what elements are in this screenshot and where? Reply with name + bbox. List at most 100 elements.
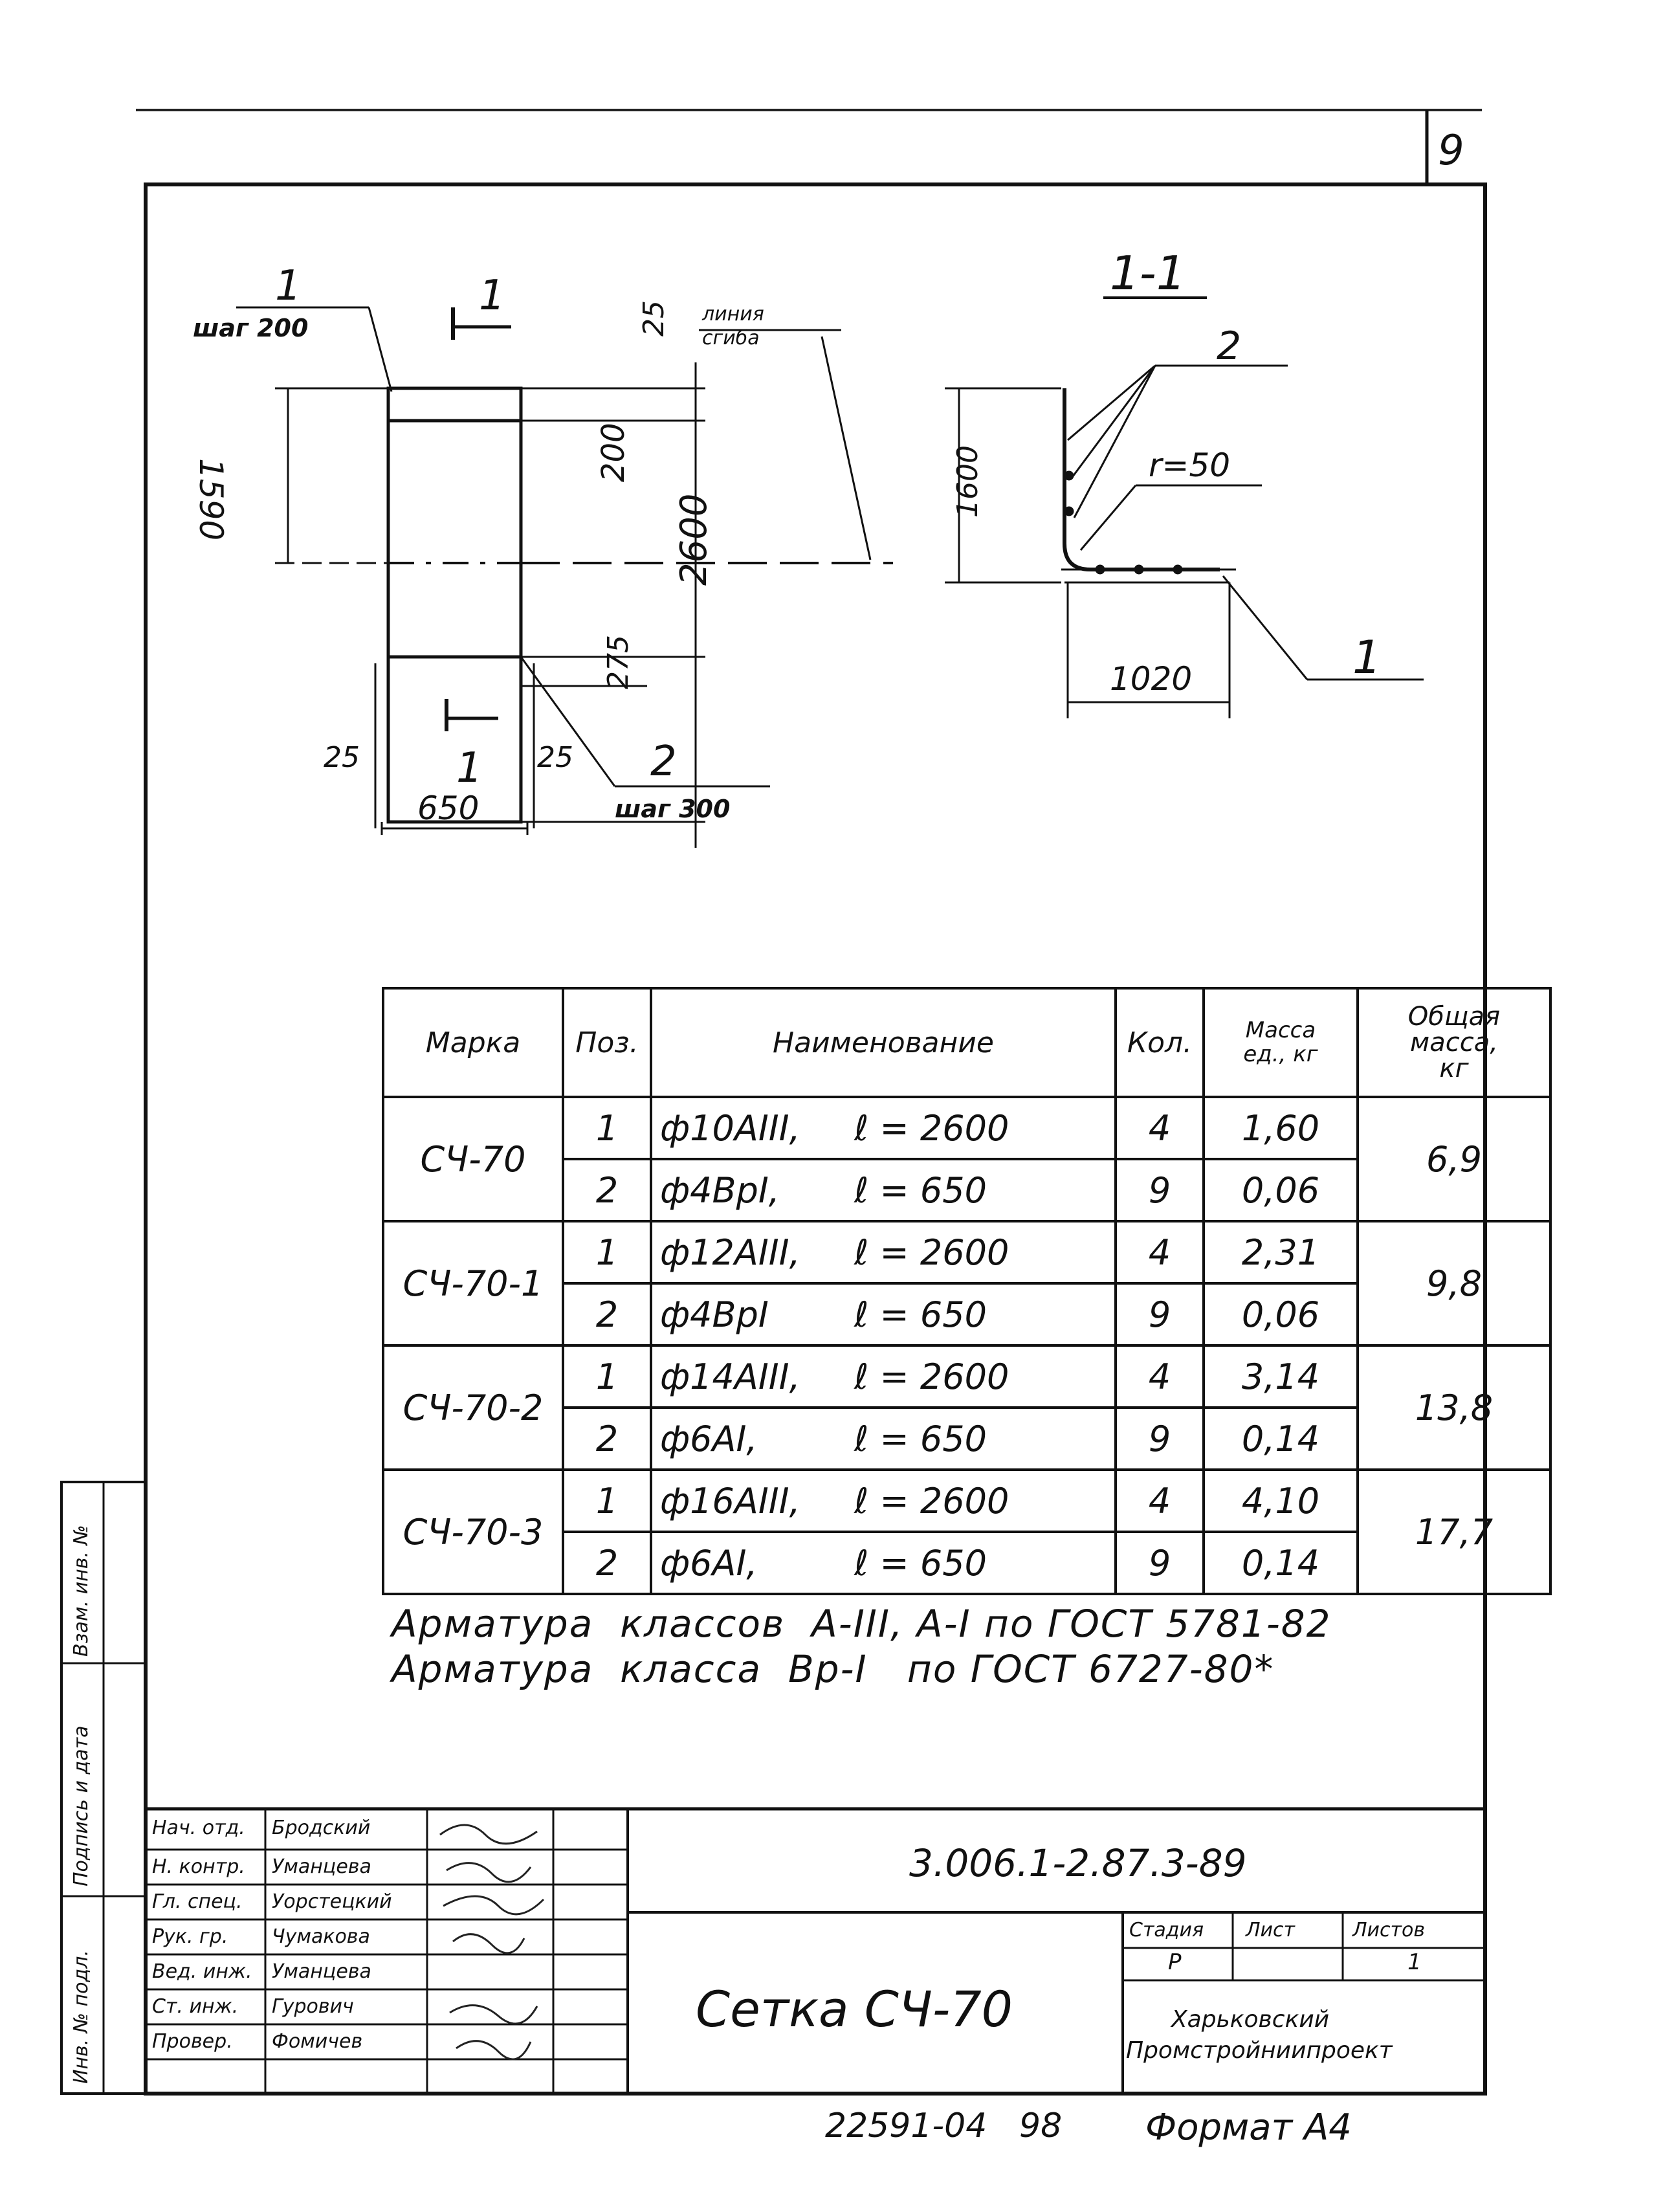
unit-mass-cell: 4,10 <box>1202 1468 1359 1533</box>
diameter-text: ф10АIII, <box>660 1107 800 1149</box>
length-text: ℓ = 650 <box>854 1169 987 1211</box>
role-label: Гл. спец. <box>152 1890 243 1913</box>
page-number: 9 <box>1438 127 1464 175</box>
side-stamp-signature-date: Подпись и дата <box>70 1725 93 1887</box>
total-mass-cell: 6,9 <box>1356 1096 1552 1222</box>
role-label: Провер. <box>152 2030 233 2053</box>
dim-1600: 1600 <box>951 445 984 518</box>
diameter-text: ф6АI, <box>660 1418 758 1459</box>
col-total-mass-header: Общая масса, кг <box>1356 987 1552 1098</box>
col-pos-header: Поз. <box>562 987 652 1098</box>
qty-cell: 9 <box>1114 1531 1205 1595</box>
role-label: Н. контр. <box>152 1855 245 1878</box>
pos-cell: 2 <box>562 1282 652 1347</box>
organization-line-2: Промстройниипроект <box>1126 2037 1393 2064</box>
stage-header: Стадия <box>1129 1919 1204 1941</box>
mesh-plan-view <box>236 306 893 848</box>
organization-line-1: Харьковский <box>1171 2006 1330 2033</box>
col-unit-mass-header: Масса ед., кг <box>1202 987 1359 1098</box>
fold-line-label-2: сгиба <box>702 327 760 349</box>
section-mark-bottom: 1 <box>456 744 483 792</box>
paper-format: Формат А4 <box>1145 2107 1352 2149</box>
name-cell: ф16АIII,ℓ = 2600 <box>650 1468 1117 1533</box>
length-text: ℓ = 650 <box>854 1542 987 1584</box>
sheet-header: Лист <box>1246 1919 1296 1941</box>
qty-cell: 9 <box>1114 1158 1205 1222</box>
section-pos1-label: 1 <box>1352 631 1382 684</box>
section-pos2-label: 2 <box>1217 324 1242 369</box>
table-row: 2 ф6АI,ℓ = 650 9 0,14 <box>383 1406 1550 1471</box>
length-text: ℓ = 2600 <box>854 1232 1009 1273</box>
sheets-value: 1 <box>1407 1949 1422 1975</box>
role-label: Ст. инж. <box>152 1995 239 2018</box>
name-cell: ф12АIII, ℓ = 2600 <box>650 1220 1117 1285</box>
dim-1020: 1020 <box>1110 660 1193 698</box>
pos1-label: 1 <box>275 262 302 310</box>
role-label: Рук. гр. <box>152 1925 228 1948</box>
total-mass-line1: Общая <box>1407 1002 1501 1032</box>
length-text: ℓ = 2600 <box>854 1107 1009 1149</box>
qty-cell: 4 <box>1114 1344 1205 1409</box>
mark-cell: СЧ-70 <box>382 1096 564 1222</box>
unit-mass-cell: 0,06 <box>1202 1158 1359 1222</box>
col-mark-header: Марка <box>382 987 564 1098</box>
table-row: СЧ-70-3 1 ф16АIII,ℓ = 2600 4 4,10 17,7 <box>382 1468 1552 1595</box>
dim-25-right: 25 <box>537 741 573 774</box>
section-mark-top: 1 <box>479 272 505 320</box>
dim-25-left: 25 <box>324 741 360 774</box>
mark-cell: СЧ-70-1 <box>382 1220 564 1347</box>
dim-2600: 2600 <box>673 493 715 586</box>
pos-cell: 1 <box>562 1344 652 1409</box>
document-code: 3.006.1-2.87.3-89 <box>909 1841 1247 1885</box>
pos2-label: 2 <box>650 738 677 786</box>
person-name: Уорстецкий <box>272 1890 392 1913</box>
specification-table: Марка Поз. Наименование Кол. Масса ед., … <box>382 987 1552 1595</box>
pos2-step-label: шаг 300 <box>615 795 731 823</box>
dim-200: 200 <box>595 423 632 482</box>
col-name-header: Наименование <box>650 987 1117 1098</box>
diameter-text: ф4ВрI <box>660 1294 769 1335</box>
unit-mass-cell: 3,14 <box>1202 1344 1359 1409</box>
total-mass-cell: 17,7 <box>1356 1468 1552 1595</box>
total-mass-line2: масса, <box>1410 1028 1498 1057</box>
col-qty-header: Кол. <box>1114 987 1205 1098</box>
unit-mass-line1: Масса <box>1245 1017 1316 1043</box>
table-row: СЧ-70-2 1 ф14АIII,ℓ = 2600 4 3,14 13,8 <box>382 1344 1552 1471</box>
qty-cell: 4 <box>1114 1096 1205 1160</box>
table-header-row: Марка Поз. Наименование Кол. Масса ед., … <box>382 987 1552 1098</box>
person-name: Уманцева <box>272 1855 371 1878</box>
table-row: СЧ-70 1 ф10АIII,ℓ = 2600 4 1,60 6,9 <box>382 1096 1552 1222</box>
footer-number: 22591-04 <box>825 2107 987 2145</box>
total-mass-cell: 13,8 <box>1356 1344 1552 1471</box>
diameter-text: ф12АIII, <box>660 1232 800 1273</box>
mesh-section-view <box>945 296 1424 718</box>
pos-cell: 1 <box>562 1096 652 1160</box>
qty-cell: 9 <box>1114 1406 1205 1471</box>
total-mass-line3: кг <box>1439 1054 1469 1083</box>
section-title: 1-1 <box>1110 246 1186 300</box>
signatures <box>439 1824 545 2061</box>
bend-radius-label: r=50 <box>1149 447 1231 484</box>
footer-page: 98 <box>1019 2107 1063 2145</box>
side-stamp-inv-no: Инв. № подл. <box>70 1950 93 2084</box>
sheet-title: Сетка СЧ-70 <box>696 1980 1013 2038</box>
note-line-2: Арматура класса Вр-I по ГОСТ 6727-80* <box>391 1647 1275 1691</box>
qty-cell: 4 <box>1114 1220 1205 1285</box>
pos-cell: 2 <box>562 1158 652 1222</box>
unit-mass-line2: ед., кг <box>1243 1041 1318 1067</box>
role-label: Вед. инж. <box>152 1960 252 1983</box>
person-name: Уманцева <box>272 1960 371 1983</box>
role-label: Нач. отд. <box>152 1817 245 1839</box>
length-text: ℓ = 2600 <box>854 1356 1009 1397</box>
fold-line-label: линия <box>702 303 764 326</box>
pos1-step-label: шаг 200 <box>193 314 309 342</box>
table-row: 2 ф4ВрI,ℓ = 650 9 0,06 <box>383 1158 1550 1222</box>
dim-275: 275 <box>602 635 635 689</box>
name-cell: ф6АI,ℓ = 650 <box>650 1406 1117 1471</box>
qty-cell: 4 <box>1114 1468 1205 1533</box>
name-cell: ф14АIII,ℓ = 2600 <box>650 1344 1117 1409</box>
pos-cell: 1 <box>562 1220 652 1285</box>
